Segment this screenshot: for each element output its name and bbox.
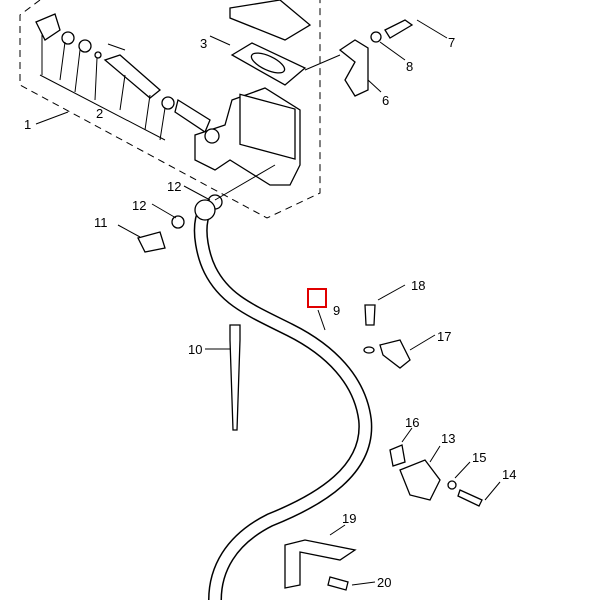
label-3: 3 — [200, 36, 207, 51]
reservoir-cap — [229, 0, 312, 41]
union-bolt-11 — [137, 231, 166, 253]
label-7: 7 — [448, 35, 455, 50]
label-12a: 12 — [132, 198, 146, 213]
bolt-18 — [364, 304, 376, 326]
piston — [103, 54, 162, 99]
highlight-marker — [307, 288, 327, 308]
holder — [338, 39, 369, 97]
label-8: 8 — [406, 59, 413, 74]
label-19: 19 — [342, 511, 356, 526]
cable-tie-10 — [229, 324, 241, 431]
label-9: 9 — [333, 303, 340, 318]
clamp-13 — [399, 459, 441, 501]
spring — [174, 98, 211, 133]
label-16: 16 — [405, 415, 419, 430]
stay-19 — [284, 539, 357, 589]
label-10: 10 — [188, 342, 202, 357]
label-20: 20 — [377, 575, 391, 590]
washer-12b — [171, 215, 185, 229]
label-14: 14 — [502, 467, 516, 482]
label-15: 15 — [472, 450, 486, 465]
bracket-17 — [379, 339, 411, 369]
label-2: 2 — [96, 106, 103, 121]
collar-16 — [389, 444, 406, 467]
washer-8 — [370, 31, 382, 43]
label-11: 11 — [94, 215, 108, 230]
brake-hose-9 — [193, 206, 373, 600]
label-1: 1 — [24, 117, 31, 132]
bolt-7 — [384, 19, 414, 39]
boot — [35, 13, 61, 41]
screw-14 — [457, 489, 483, 507]
label-6: 6 — [382, 93, 389, 108]
bolt-20 — [327, 576, 349, 591]
label-18: 18 — [411, 278, 425, 293]
label-12b: 12 — [167, 179, 181, 194]
washer-15 — [447, 480, 457, 490]
label-13: 13 — [441, 431, 455, 446]
label-17: 17 — [437, 329, 451, 344]
